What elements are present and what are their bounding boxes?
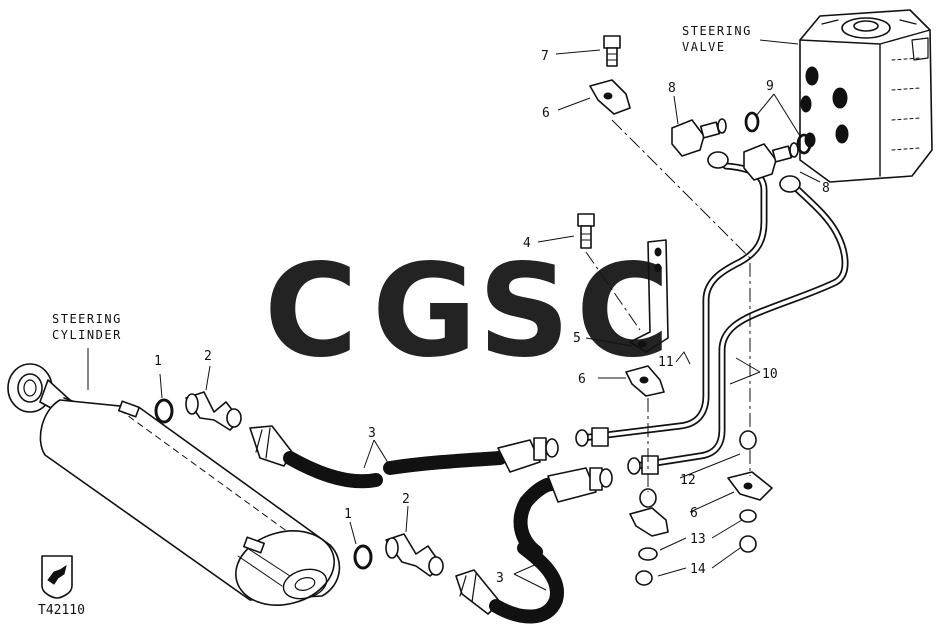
steering-cylinder-callout: STEERING CYLINDER bbox=[52, 312, 122, 342]
watermark-letter-c-2: C bbox=[576, 237, 670, 386]
steering-valve-callout: STEERING VALVE bbox=[682, 24, 752, 54]
lock-washer-13 bbox=[638, 509, 757, 561]
line-clamp-lower bbox=[629, 471, 773, 537]
o-ring-valve-right bbox=[796, 133, 812, 155]
hose-assembly-upper bbox=[249, 425, 559, 489]
cgsc-watermark: C G S C bbox=[264, 237, 670, 386]
watermark-letter-g: G bbox=[372, 237, 477, 386]
o-ring-lower bbox=[353, 544, 373, 570]
deere-logo bbox=[41, 555, 73, 599]
part-label-6: 6 bbox=[542, 106, 550, 121]
hose-assembly-lower bbox=[455, 467, 613, 624]
callout-line-2: VALVE bbox=[682, 40, 726, 54]
mounting-bracket bbox=[629, 239, 669, 353]
watermark-letter-s: S bbox=[478, 237, 570, 386]
part-label-4: 4 bbox=[523, 236, 531, 251]
assembly-center-lines bbox=[585, 119, 751, 492]
part-label-10: 10 bbox=[762, 367, 778, 382]
part-label-3: 3 bbox=[496, 571, 504, 586]
callout-line-2: CYLINDER bbox=[52, 328, 122, 342]
part-label-8: 8 bbox=[822, 181, 830, 196]
leader-lines bbox=[87, 39, 821, 591]
spacer-12 bbox=[639, 430, 757, 508]
steering-valve bbox=[799, 9, 933, 183]
o-ring-upper bbox=[154, 398, 174, 424]
watermark-letter-c: C bbox=[264, 237, 358, 386]
steering-cylinder bbox=[7, 363, 341, 606]
part-label-2: 2 bbox=[204, 349, 212, 364]
part-label-1: 1 bbox=[154, 354, 162, 369]
part-label-14: 14 bbox=[690, 562, 706, 577]
steel-line-front bbox=[627, 182, 849, 475]
part-number-labels: 1 1 2 2 3 3 4 5 6 6 6 7 8 8 9 10 11 12 1… bbox=[154, 49, 830, 586]
swivel-fitting-left bbox=[671, 118, 729, 169]
steel-line-rear bbox=[575, 162, 768, 447]
part-label-11: 11 bbox=[658, 355, 674, 370]
swivel-fitting-right bbox=[743, 142, 801, 193]
elbow-fitting-lower bbox=[385, 533, 444, 577]
cap-screw-upper bbox=[603, 35, 621, 67]
hex-nut-14 bbox=[635, 535, 757, 586]
part-label-3: 3 bbox=[368, 426, 376, 441]
part-label-2: 2 bbox=[402, 492, 410, 507]
o-ring-valve-left bbox=[744, 111, 760, 133]
part-label-12: 12 bbox=[680, 473, 696, 488]
elbow-fitting-upper bbox=[185, 391, 242, 431]
part-label-9: 9 bbox=[766, 79, 774, 94]
line-clamp-middle bbox=[625, 365, 665, 397]
part-label-8: 8 bbox=[668, 81, 676, 96]
callout-line-1: STEERING bbox=[52, 312, 122, 326]
figure-id: T42110 bbox=[38, 603, 85, 618]
part-label-13: 13 bbox=[690, 532, 706, 547]
part-label-6: 6 bbox=[690, 506, 698, 521]
cap-screw-lower bbox=[577, 213, 595, 249]
part-label-6: 6 bbox=[578, 372, 586, 387]
callout-line-1: STEERING bbox=[682, 24, 752, 38]
line-clamp-upper bbox=[589, 79, 631, 115]
part-label-1: 1 bbox=[344, 507, 352, 522]
part-label-5: 5 bbox=[573, 331, 581, 346]
part-label-7: 7 bbox=[541, 49, 549, 64]
